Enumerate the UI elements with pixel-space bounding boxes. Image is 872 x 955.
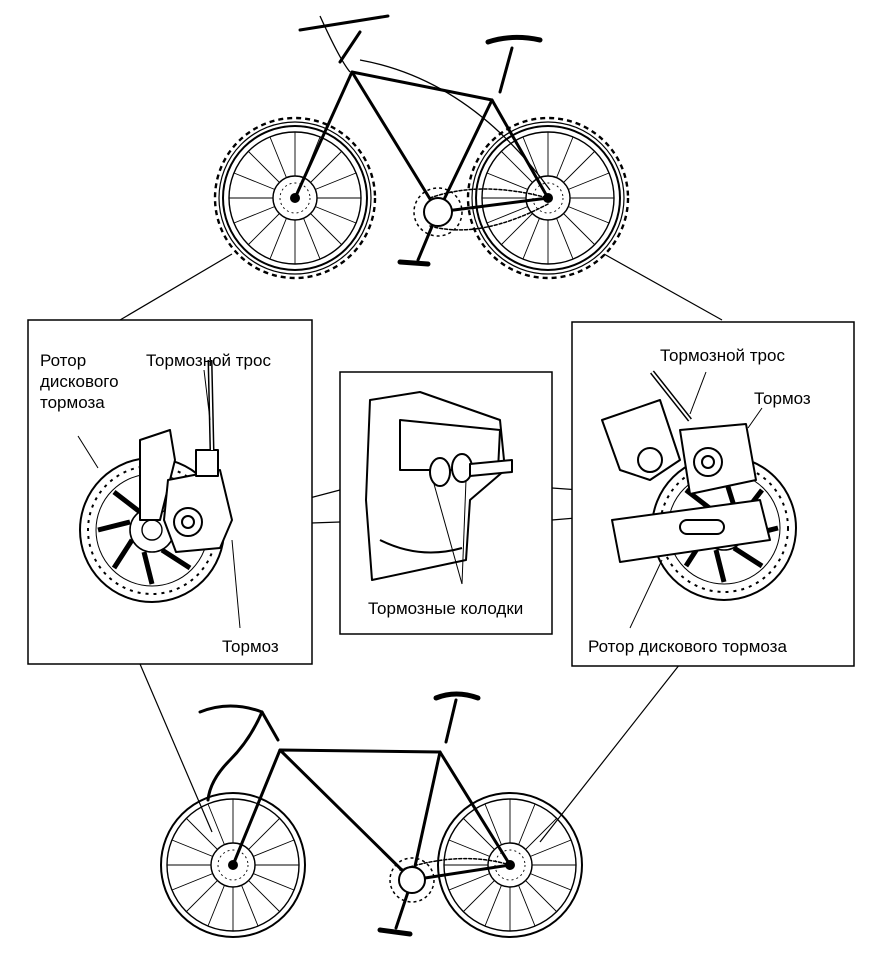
right-detail-panel <box>571 321 855 667</box>
left-rotor-label-line2: дискового <box>40 372 119 391</box>
left-rotor-label-line1: Ротор <box>40 351 87 370</box>
right-rotor-label: Ротор дискового тормоза <box>588 637 787 656</box>
left-brake-label: Тормоз <box>222 637 279 656</box>
pads-label: Тормозные колодки <box>368 599 524 618</box>
right-brake-label: Тормоз <box>754 389 811 408</box>
road-bike-illustration <box>160 691 583 938</box>
left-rotor-label-line3: тормоза <box>40 393 105 412</box>
left-detail-panel <box>27 319 313 665</box>
center-detail-panel <box>339 371 553 635</box>
mountain-bike-illustration <box>213 14 630 280</box>
right-cable-label: Тормозной трос <box>660 346 785 365</box>
left-rotor-label: Ротор дискового тормоза <box>40 350 119 413</box>
left-cable-label: Тормозной трос <box>146 351 271 370</box>
